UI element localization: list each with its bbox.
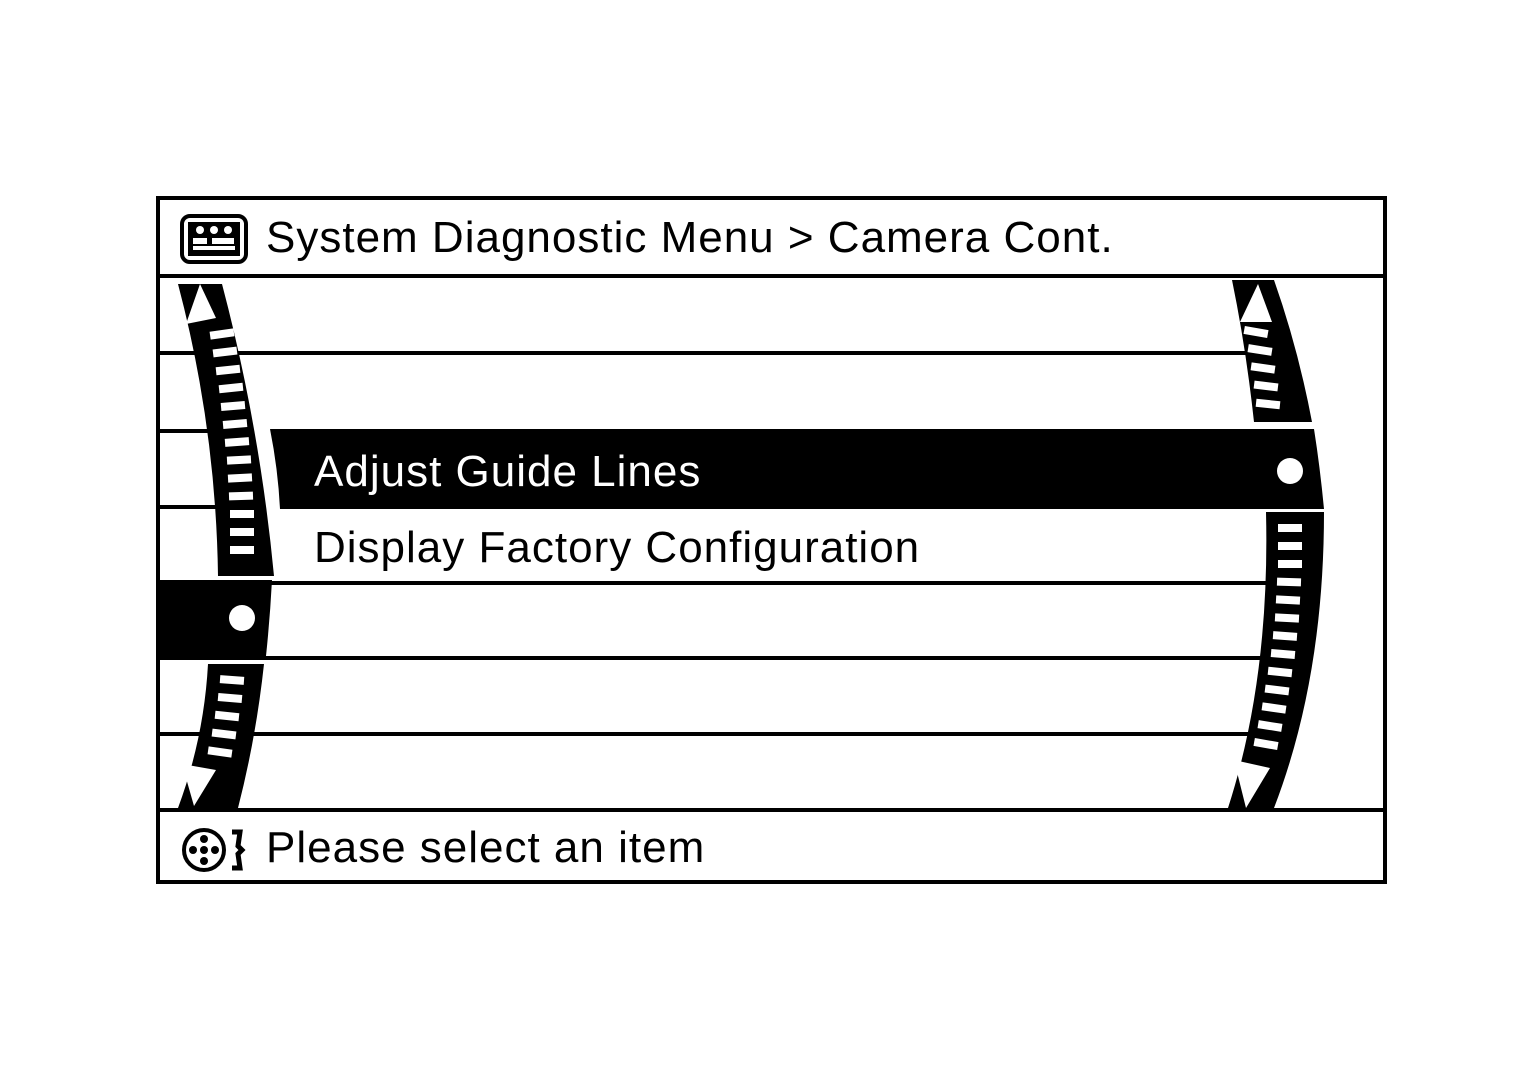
multifunction-controller-icon (180, 826, 250, 874)
row-divider (160, 581, 1270, 585)
row-divider (160, 656, 1270, 660)
menu-item-adjust-guide-lines[interactable]: Adjust Guide Lines (314, 447, 702, 496)
selection-indicator-dot-icon (1277, 458, 1303, 484)
breadcrumb-title: System Diagnostic Menu > Camera Cont. (266, 213, 1114, 262)
scroll-down-arrow-icon (1234, 760, 1270, 808)
header-bar: System Diagnostic Menu > Camera Cont. (160, 200, 1383, 278)
status-hint: Please select an item (266, 823, 706, 872)
row-divider (160, 429, 220, 433)
scroll-up-arrow-icon (186, 284, 216, 324)
scroll-up-arrow-icon (1240, 284, 1272, 322)
right-scroll-wheel (1228, 280, 1324, 808)
scroll-position-dot-icon (229, 605, 255, 631)
scroll-down-arrow-icon (182, 764, 216, 806)
menu-item-display-factory-configuration[interactable]: Display Factory Configuration (314, 523, 921, 572)
diagnostic-screen: System Diagnostic Menu > Camera Cont. (156, 196, 1387, 884)
row-divider (160, 732, 1250, 736)
left-scroll-wheel (160, 284, 280, 808)
footer-bar: Please select an item (160, 808, 1383, 884)
diagnostic-screen-icon (180, 214, 248, 264)
row-divider (160, 505, 220, 509)
selected-item-highlight (270, 429, 1324, 509)
row-divider (160, 351, 1250, 355)
